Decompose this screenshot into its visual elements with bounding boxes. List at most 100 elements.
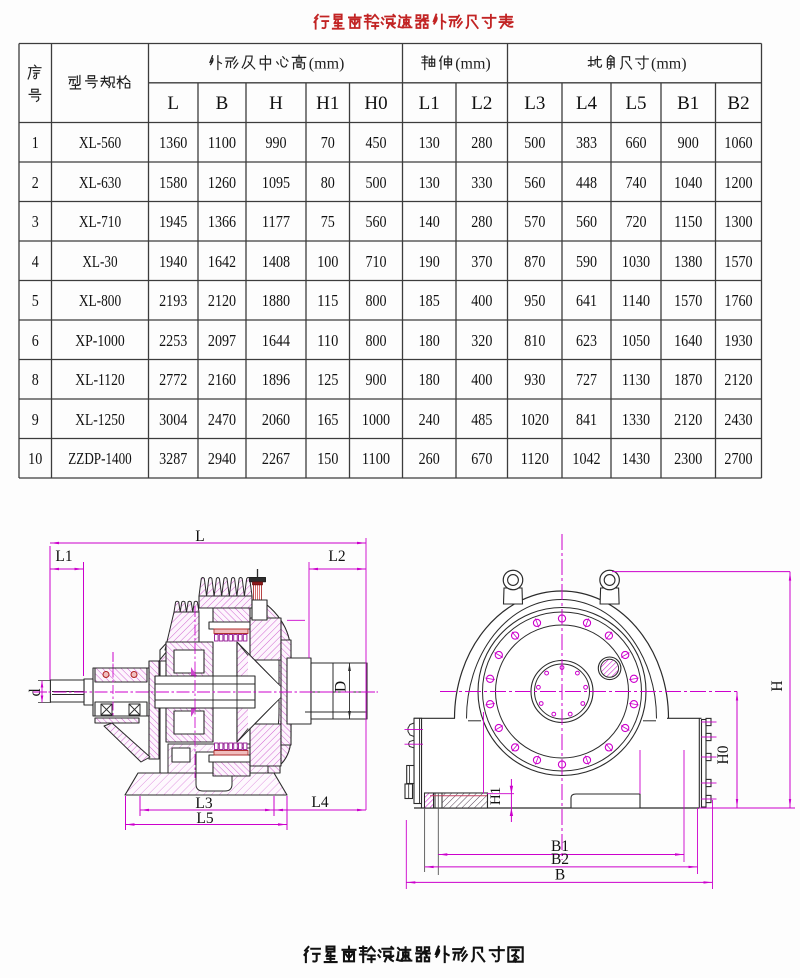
svg-text:1060: 1060 <box>724 133 752 152</box>
svg-text:2470: 2470 <box>208 410 236 429</box>
svg-text:485: 485 <box>471 410 492 429</box>
svg-text:H: H <box>769 680 786 691</box>
svg-text:1140: 1140 <box>622 291 650 310</box>
svg-text:1260: 1260 <box>208 173 236 192</box>
svg-text:400: 400 <box>471 291 492 310</box>
svg-text:XP-1000: XP-1000 <box>75 331 124 350</box>
svg-text:L5: L5 <box>196 810 213 827</box>
svg-text:990: 990 <box>265 133 286 152</box>
svg-text:1930: 1930 <box>724 331 752 350</box>
svg-text:1640: 1640 <box>674 331 702 350</box>
svg-text:950: 950 <box>524 291 545 310</box>
svg-text:560: 560 <box>365 212 386 231</box>
svg-text:1095: 1095 <box>262 173 290 192</box>
svg-text:800: 800 <box>365 331 386 350</box>
svg-text:280: 280 <box>471 133 492 152</box>
svg-text:3: 3 <box>32 212 39 231</box>
svg-text:800: 800 <box>365 291 386 310</box>
svg-text:H1: H1 <box>316 93 339 114</box>
svg-text:500: 500 <box>365 173 386 192</box>
svg-text:1300: 1300 <box>724 212 752 231</box>
svg-text:70: 70 <box>321 133 335 152</box>
svg-text:80: 80 <box>321 173 335 192</box>
svg-text:XL-1250: XL-1250 <box>75 410 124 429</box>
svg-text:1130: 1130 <box>622 370 650 389</box>
svg-text:4: 4 <box>32 252 39 271</box>
svg-text:2300: 2300 <box>674 449 702 468</box>
svg-text:1570: 1570 <box>674 291 702 310</box>
svg-text:180: 180 <box>419 370 440 389</box>
svg-text:383: 383 <box>576 133 597 152</box>
svg-text:330: 330 <box>471 173 492 192</box>
svg-text:L3: L3 <box>195 795 212 812</box>
svg-text:1366: 1366 <box>208 212 236 231</box>
svg-text:10: 10 <box>28 449 42 468</box>
svg-text:590: 590 <box>576 252 597 271</box>
svg-text:1050: 1050 <box>622 331 650 350</box>
svg-text:H1: H1 <box>488 787 504 805</box>
svg-text:140: 140 <box>419 212 440 231</box>
svg-text:180: 180 <box>419 331 440 350</box>
svg-text:ZZDP-1400: ZZDP-1400 <box>68 449 131 468</box>
svg-text:500: 500 <box>524 133 545 152</box>
svg-text:(mm): (mm) <box>651 55 687 72</box>
svg-text:900: 900 <box>365 370 386 389</box>
svg-text:XL-30: XL-30 <box>82 252 117 271</box>
svg-text:641: 641 <box>576 291 597 310</box>
svg-text:165: 165 <box>317 410 338 429</box>
svg-text:1644: 1644 <box>262 331 291 350</box>
svg-text:930: 930 <box>524 370 545 389</box>
svg-text:1760: 1760 <box>724 291 752 310</box>
svg-text:623: 623 <box>576 331 597 350</box>
svg-text:1120: 1120 <box>521 449 549 468</box>
svg-text:2772: 2772 <box>159 370 187 389</box>
svg-text:2097: 2097 <box>208 331 237 350</box>
svg-text:1430: 1430 <box>622 449 650 468</box>
svg-text:XL-630: XL-630 <box>79 173 121 192</box>
svg-text:B: B <box>216 93 229 114</box>
svg-text:570: 570 <box>524 212 545 231</box>
svg-text:720: 720 <box>625 212 646 231</box>
svg-text:2700: 2700 <box>724 449 752 468</box>
svg-text:1042: 1042 <box>572 449 600 468</box>
svg-text:L4: L4 <box>576 93 598 114</box>
svg-text:(mm): (mm) <box>455 55 491 72</box>
svg-text:1940: 1940 <box>159 252 187 271</box>
svg-text:3004: 3004 <box>159 410 188 429</box>
svg-text:2253: 2253 <box>159 331 187 350</box>
svg-text:1020: 1020 <box>521 410 549 429</box>
svg-text:L1: L1 <box>55 548 72 565</box>
svg-text:9: 9 <box>32 410 39 429</box>
svg-text:8: 8 <box>32 370 39 389</box>
svg-text:130: 130 <box>419 133 440 152</box>
svg-text:450: 450 <box>365 133 386 152</box>
svg-text:1360: 1360 <box>159 133 187 152</box>
svg-text:670: 670 <box>471 449 492 468</box>
svg-text:2160: 2160 <box>208 370 236 389</box>
svg-text:1100: 1100 <box>362 449 390 468</box>
svg-text:190: 190 <box>419 252 440 271</box>
svg-text:841: 841 <box>576 410 597 429</box>
svg-text:B1: B1 <box>677 93 699 114</box>
svg-text:320: 320 <box>471 331 492 350</box>
svg-text:L4: L4 <box>311 794 328 811</box>
svg-text:D: D <box>333 681 350 692</box>
svg-text:1580: 1580 <box>159 173 187 192</box>
svg-text:B2: B2 <box>727 93 749 114</box>
svg-text:6: 6 <box>32 331 39 350</box>
svg-text:2060: 2060 <box>262 410 290 429</box>
svg-text:240: 240 <box>419 410 440 429</box>
svg-text:L: L <box>167 93 179 114</box>
svg-text:2120: 2120 <box>724 370 752 389</box>
svg-text:1040: 1040 <box>674 173 702 192</box>
svg-text:(mm): (mm) <box>309 55 345 72</box>
svg-text:1177: 1177 <box>262 212 291 231</box>
svg-text:870: 870 <box>524 252 545 271</box>
svg-text:1100: 1100 <box>208 133 236 152</box>
svg-text:1880: 1880 <box>262 291 290 310</box>
svg-text:710: 710 <box>365 252 386 271</box>
svg-text:1896: 1896 <box>262 370 290 389</box>
svg-text:1408: 1408 <box>262 252 290 271</box>
svg-text:3287: 3287 <box>159 449 188 468</box>
svg-text:1: 1 <box>32 133 39 152</box>
